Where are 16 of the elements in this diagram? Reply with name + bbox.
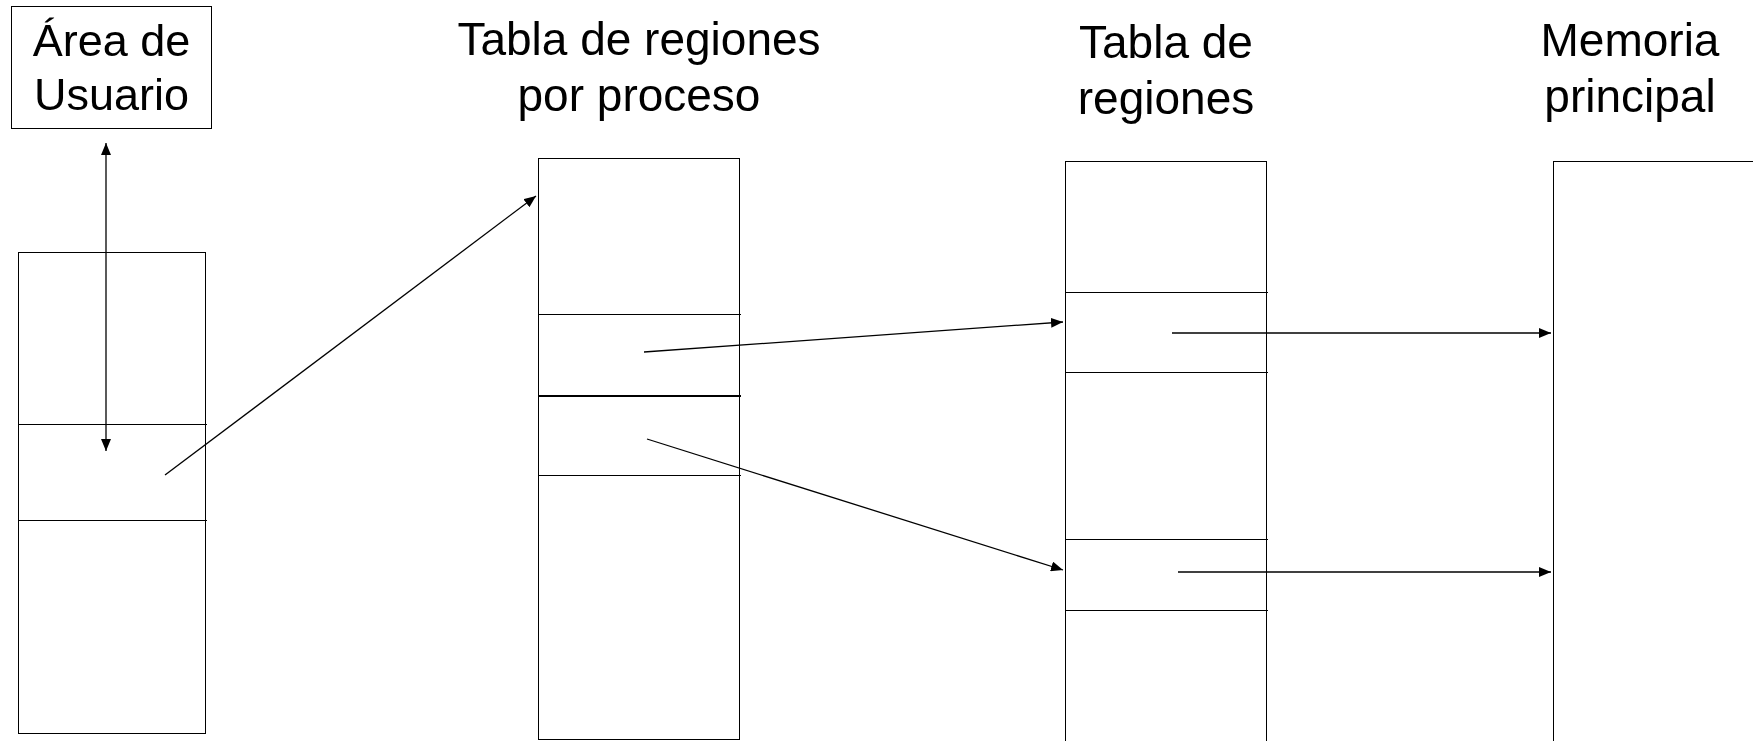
table-row [537,314,741,397]
arrow [1177,567,1552,577]
column-title: Tabla de regiones por proceso [456,12,822,123]
label-box: Área de Usuario [11,6,212,129]
arrow [643,317,1064,353]
column-title: Tabla de regiones [1076,15,1256,126]
arrow [164,195,537,476]
arrow [1171,328,1552,338]
table-row [1064,539,1268,611]
arrow [101,142,111,452]
table-row [17,424,207,521]
table-column [18,252,206,734]
arrow [646,438,1064,572]
table-row [537,395,741,476]
table-row [1064,292,1268,373]
column-title: Memoria principal [1539,13,1721,124]
